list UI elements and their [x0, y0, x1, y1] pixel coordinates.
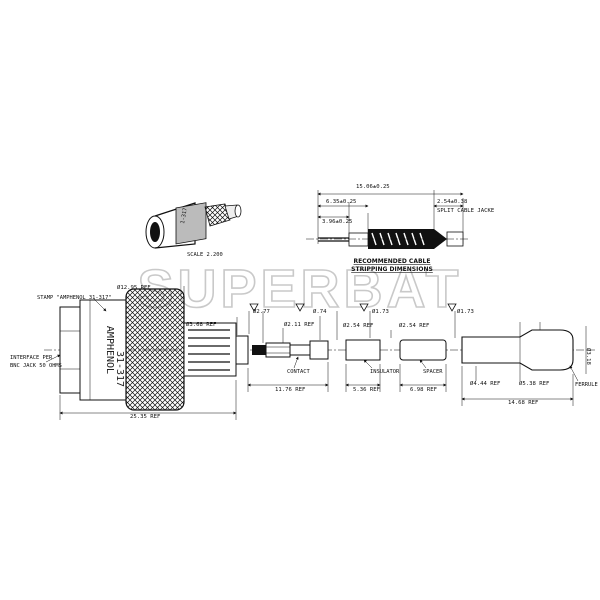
ferrule-label: FERRULE — [575, 382, 598, 388]
svg-text:1-317: 1-317 — [180, 207, 189, 224]
connector-iso-view: 1-317 — [145, 202, 242, 249]
dimension-lines — [59, 286, 587, 420]
len-contact-label: 11.76 REF — [275, 387, 306, 393]
len-insulator-label: 5.36 REF — [353, 387, 381, 393]
dia-body-label: Ø3.68 REF — [186, 321, 217, 328]
dia-318-label: Ø3.18 — [585, 348, 592, 365]
strip-dim-jacket: 2.54±0.38 — [437, 199, 468, 205]
spacer-label: SPACER — [423, 369, 443, 375]
stripping-title: RECOMMENDED CABLE — [354, 258, 431, 265]
contact-label: CONTACT — [287, 369, 310, 375]
len-spacer-label: 6.98 REF — [410, 387, 438, 393]
dia-538-label: Ø5.38 REF — [519, 380, 550, 387]
dia-444-label: Ø4.44 REF — [470, 380, 501, 387]
dia-074-label: Ø.74 — [313, 308, 327, 315]
len-ferrule-label: 14.68 REF — [508, 400, 539, 406]
strip-dim-mid: 6.35±0.25 — [326, 199, 356, 205]
dia-211-label: Ø2.11 REF — [284, 321, 315, 328]
dia-173a-label: Ø1.73 — [372, 308, 389, 315]
dia-277-label: Ø2.77 — [253, 308, 270, 315]
stamp-text-1: AMPHENOL — [104, 326, 115, 374]
stripping-subtitle: STRIPPING DIMENSIONS — [351, 266, 433, 273]
interface-note-1: INTERFACE PER — [10, 355, 53, 361]
dia-173b-label: Ø1.73 — [457, 308, 474, 315]
revision-flags — [249, 303, 457, 312]
interface-note-2: BNC JACK 50 OHMS — [10, 363, 62, 369]
stripping-diagram: 15.06±0.25 6.35±0.25 3.96±0.25 2.54±0.38… — [306, 184, 495, 273]
strip-jacket-note: SPLIT CABLE JACKE — [437, 208, 495, 214]
leader-lines — [45, 298, 579, 382]
assembly-view: AMPHENOL 31-317 — [44, 288, 595, 411]
dia-254a-label: Ø2.54 REF — [343, 322, 374, 329]
len-overall-label: 25.35 REF — [130, 414, 161, 420]
insulator-label: INSULATOR — [370, 369, 400, 375]
watermark-text: SUPERBAT — [137, 259, 462, 319]
dia-254b-label: Ø2.54 REF — [399, 322, 430, 329]
strip-dim-overall: 15.06±0.25 — [356, 184, 390, 190]
stamp-note: STAMP "AMPHENOL 31-317" — [37, 295, 112, 301]
dia-knurl-label: Ø12.95 REF — [117, 284, 151, 291]
scale-label: SCALE 2.200 — [187, 252, 223, 258]
strip-dim-inner: 3.96±0.25 — [322, 219, 352, 225]
stamp-text-2: 31-317 — [114, 351, 125, 387]
